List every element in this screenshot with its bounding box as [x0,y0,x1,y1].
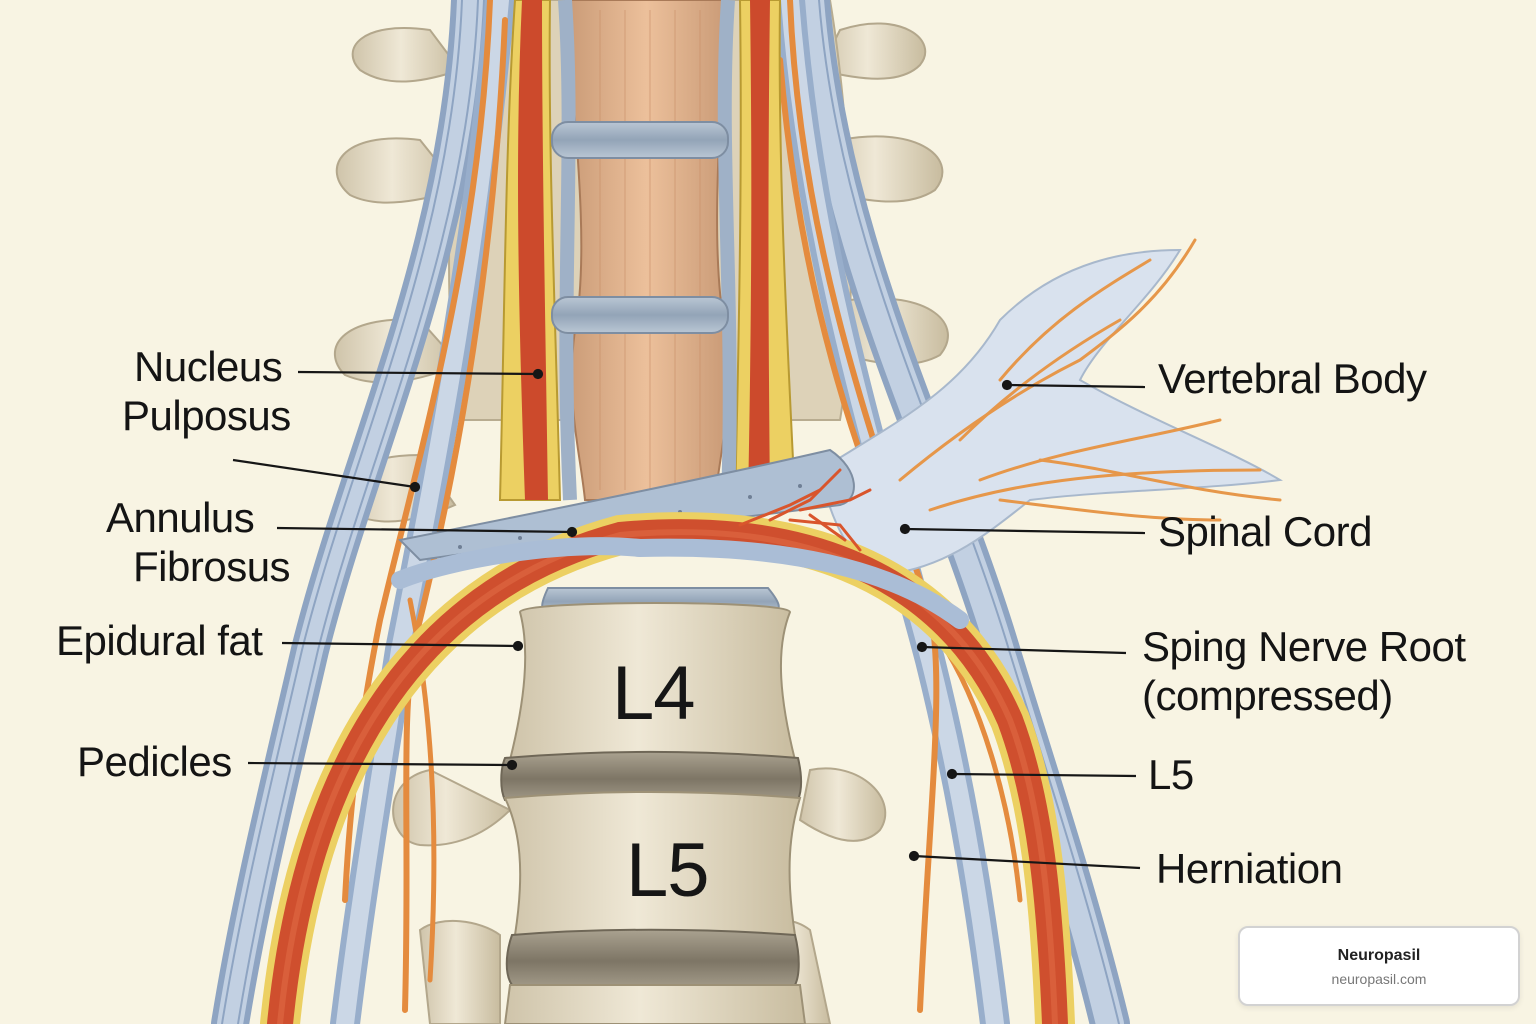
brand-name: Neuropasil [1337,947,1421,964]
leader-lines [232,368,1146,870]
herniation-burst [738,468,872,552]
label-line: Pedicles [77,738,232,785]
arching-nerve-root [260,512,1075,1024]
herniated-disc-fan [818,238,1284,577]
vertebra-label-l5: L5 [626,828,710,913]
label-line: Epidural fat [56,617,263,664]
vertebra-label-l4: L4 [612,651,696,736]
lower-disc [505,928,800,994]
sacral-bone [503,984,807,1024]
label-line: Spinal Cord [1158,508,1372,555]
l5-vertebra [503,791,802,936]
upper-discs [551,121,729,334]
brand-badge[interactable]: Neuropasil neuropasil.com [1238,926,1520,1006]
label-pedicles: Pedicles [77,737,232,786]
label-line: Nucleus [134,343,283,390]
central-cord [563,0,730,501]
label-nucleus-pulposus: Nucleus Pulposus [122,342,291,440]
label-herniation: Herniation [1156,844,1343,893]
right-vessel [733,0,797,501]
label-epidural-fat: Epidural fat [56,616,263,665]
label-nerve-root: Sping Nerve Root (compressed) [1142,622,1466,720]
label-annulus-fibrosus: Annulus Fibrosus [106,493,291,591]
label-line: Annulus [106,494,255,541]
label-line: (compressed) [1142,672,1393,719]
label-line: L5 [1148,751,1194,798]
dura-sheath [558,0,737,501]
label-line: Vertebral Body [1158,355,1427,402]
l4-vertebra [508,587,797,761]
brand-url[interactable]: neuropasil.com [1331,971,1427,987]
cord-striations [599,10,701,490]
label-spinal-cord: Spinal Cord [1158,507,1372,556]
label-line: Fibrosus [133,543,291,590]
label-line: Pulposus [122,392,291,439]
label-line: Sping Nerve Root [1142,623,1466,670]
label-line: Herniation [1156,845,1343,892]
label-vertebral-body: Vertebral Body [1158,354,1427,403]
label-l5: L5 [1148,750,1194,799]
